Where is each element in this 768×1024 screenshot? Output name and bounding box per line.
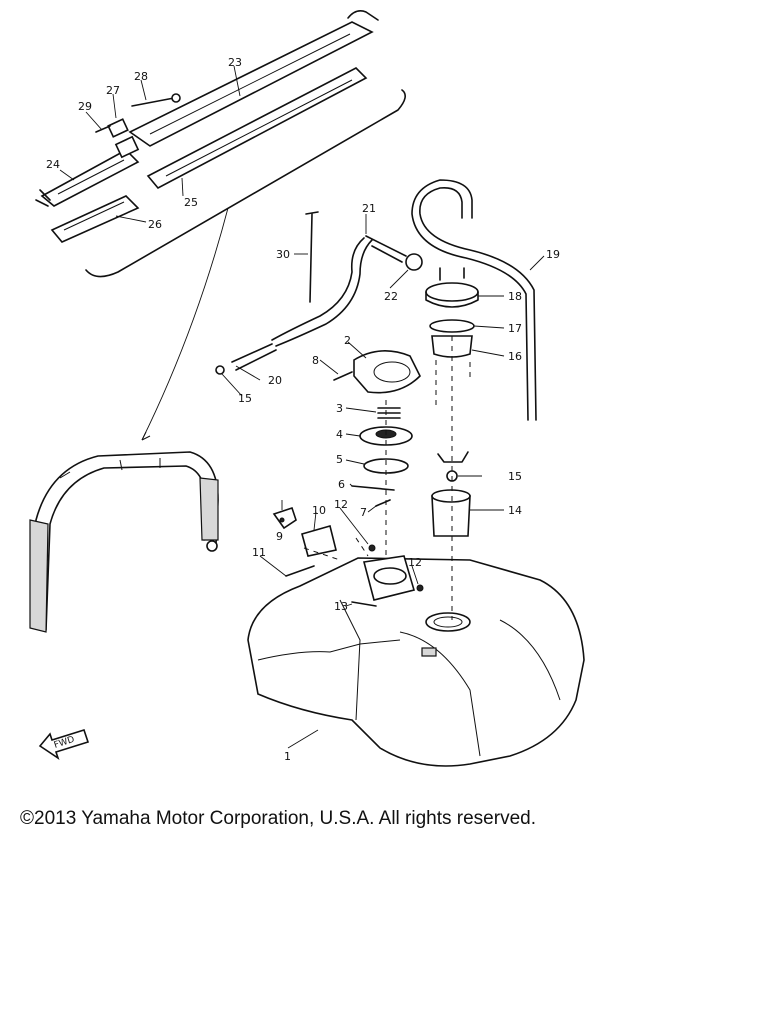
part-7 bbox=[375, 499, 391, 507]
part-14-filter bbox=[431, 489, 471, 537]
copyright-notice: ©2013 Yamaha Motor Corporation, U.S.A. A… bbox=[20, 808, 536, 829]
part-8 bbox=[333, 371, 353, 381]
callout: 26 bbox=[148, 218, 162, 231]
part-12-a bbox=[368, 544, 376, 552]
callout: 18 bbox=[508, 290, 522, 303]
part-12-b bbox=[416, 584, 424, 592]
fuel-cock bbox=[362, 555, 416, 601]
part-20 bbox=[231, 343, 277, 371]
callout: 27 bbox=[106, 84, 120, 97]
callout: 3 bbox=[336, 402, 343, 415]
callout: 12 bbox=[408, 556, 422, 569]
fuel-tank bbox=[247, 557, 585, 767]
callout: 7 bbox=[360, 506, 367, 519]
callout: 22 bbox=[384, 290, 398, 303]
part-21-hose bbox=[271, 237, 365, 341]
callout: 15 bbox=[238, 392, 252, 405]
callout: 11 bbox=[252, 546, 266, 559]
part-3-spring bbox=[377, 407, 401, 419]
callout: 30 bbox=[276, 248, 290, 261]
callout: 6 bbox=[338, 478, 345, 491]
assembly-lines bbox=[303, 336, 471, 620]
callout: 20 bbox=[268, 374, 282, 387]
part-11 bbox=[285, 565, 315, 577]
callout: 21 bbox=[362, 202, 376, 215]
inset-leader bbox=[141, 207, 229, 441]
tank-frame bbox=[29, 451, 219, 633]
part-9 bbox=[272, 506, 297, 530]
callout: 2 bbox=[344, 334, 351, 347]
callout: 4 bbox=[336, 428, 343, 441]
callout: 12 bbox=[334, 498, 348, 511]
callout: 29 bbox=[78, 100, 92, 113]
callout: 9 bbox=[276, 530, 283, 543]
part-18 bbox=[425, 282, 479, 302]
part-30 bbox=[309, 213, 313, 303]
callout: 5 bbox=[336, 453, 343, 466]
callout: 28 bbox=[134, 70, 148, 83]
callout: 14 bbox=[508, 504, 522, 517]
callout: 23 bbox=[228, 56, 242, 69]
fwd-arrow: FWD bbox=[38, 729, 90, 760]
part-15-clip bbox=[437, 451, 469, 463]
callout-labels: 1 2 3 4 5 6 7 8 9 10 11 12 12 13 14 15 1… bbox=[46, 56, 560, 763]
callout: 1 bbox=[284, 750, 291, 763]
callout: 16 bbox=[508, 350, 522, 363]
callout: 13 bbox=[334, 600, 348, 613]
callout: 24 bbox=[46, 158, 60, 171]
part-6 bbox=[351, 485, 395, 491]
part-15-left bbox=[215, 365, 225, 375]
leader-lines bbox=[59, 65, 545, 749]
callout: 17 bbox=[508, 322, 522, 335]
callout: 19 bbox=[546, 248, 560, 261]
callout: 8 bbox=[312, 354, 319, 367]
part-19-hose bbox=[419, 186, 537, 421]
strap-inset-panel bbox=[35, 10, 406, 278]
part-22 bbox=[405, 253, 423, 271]
callout: 10 bbox=[312, 504, 326, 517]
callout: 25 bbox=[184, 196, 198, 209]
part-2-cap bbox=[353, 350, 421, 394]
part-17 bbox=[429, 319, 475, 333]
fuel-tank-exploded-diagram: FWD 1 2 bbox=[29, 10, 585, 767]
callout: 15 bbox=[508, 470, 522, 483]
part-13 bbox=[351, 601, 377, 607]
part-10 bbox=[301, 525, 337, 557]
